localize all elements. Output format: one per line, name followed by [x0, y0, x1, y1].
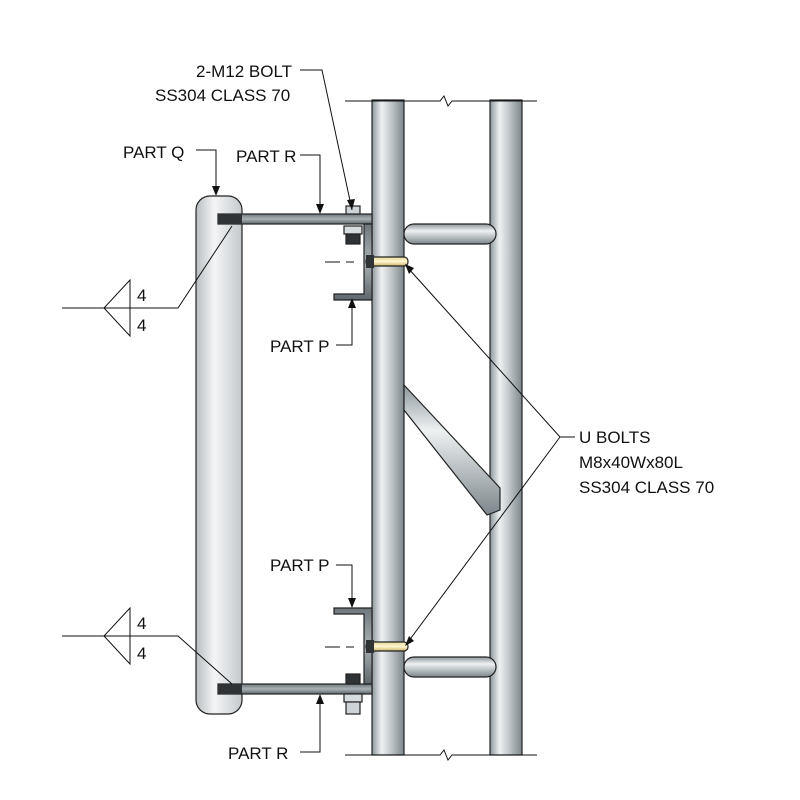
bolt-head-top — [345, 205, 361, 215]
bolt-head-bottom — [345, 701, 361, 715]
bolt-callout-line2: SS304 CLASS 70 — [155, 86, 290, 105]
bracket-assembly-bottom — [217, 607, 409, 715]
tower-leg-right — [489, 99, 523, 756]
u-bolts-callout-line1: U BOLTS — [579, 428, 650, 447]
arm-plate-end-bottom — [218, 684, 242, 694]
weld-size-top-upper: 4 — [137, 286, 146, 305]
angle-part-p-top — [333, 223, 373, 301]
part-p-bottom-label: PART P — [270, 556, 330, 575]
antenna-mast-part-q — [195, 195, 243, 715]
part-q-label: PART Q — [123, 143, 184, 162]
bolt-callout-line1: 2-M12 BOLT — [196, 62, 292, 81]
leader-lines — [196, 69, 575, 753]
break-line-top — [345, 95, 537, 107]
nut-bottom-1 — [345, 673, 361, 685]
tower-diagonal-brace — [403, 383, 501, 516]
weld-symbol-bottom: 4 4 — [62, 606, 233, 685]
tower-strut-top — [403, 223, 497, 245]
part-p-top-label: PART P — [270, 337, 330, 356]
arm-plate-end-top — [218, 214, 242, 224]
weld-size-bottom-upper: 4 — [137, 614, 146, 633]
weld-size-top-lower: 4 — [137, 316, 146, 335]
u-bolt-nut-top — [366, 255, 374, 268]
tower-leg-left — [371, 99, 405, 756]
break-line-bottom — [345, 749, 537, 761]
weld-size-bottom-lower: 4 — [137, 644, 146, 663]
u-bolts-callout-line2: M8x40Wx80L — [579, 453, 683, 472]
weld-symbol-top: 4 4 — [62, 225, 233, 338]
u-bolt-nut-bottom — [366, 640, 374, 653]
angle-part-p-bottom — [333, 607, 373, 685]
part-r-bottom-label: PART R — [228, 744, 288, 763]
tower-section — [345, 95, 537, 761]
nut-top-2 — [345, 233, 361, 245]
u-bolts-callout-line3: SS304 CLASS 70 — [579, 478, 714, 497]
nut-top-1 — [343, 225, 363, 235]
bracket-assembly-top — [217, 205, 409, 301]
nut-bottom-2 — [343, 693, 363, 703]
tower-strut-bottom — [403, 656, 497, 678]
part-r-top-label: PART R — [236, 147, 296, 166]
